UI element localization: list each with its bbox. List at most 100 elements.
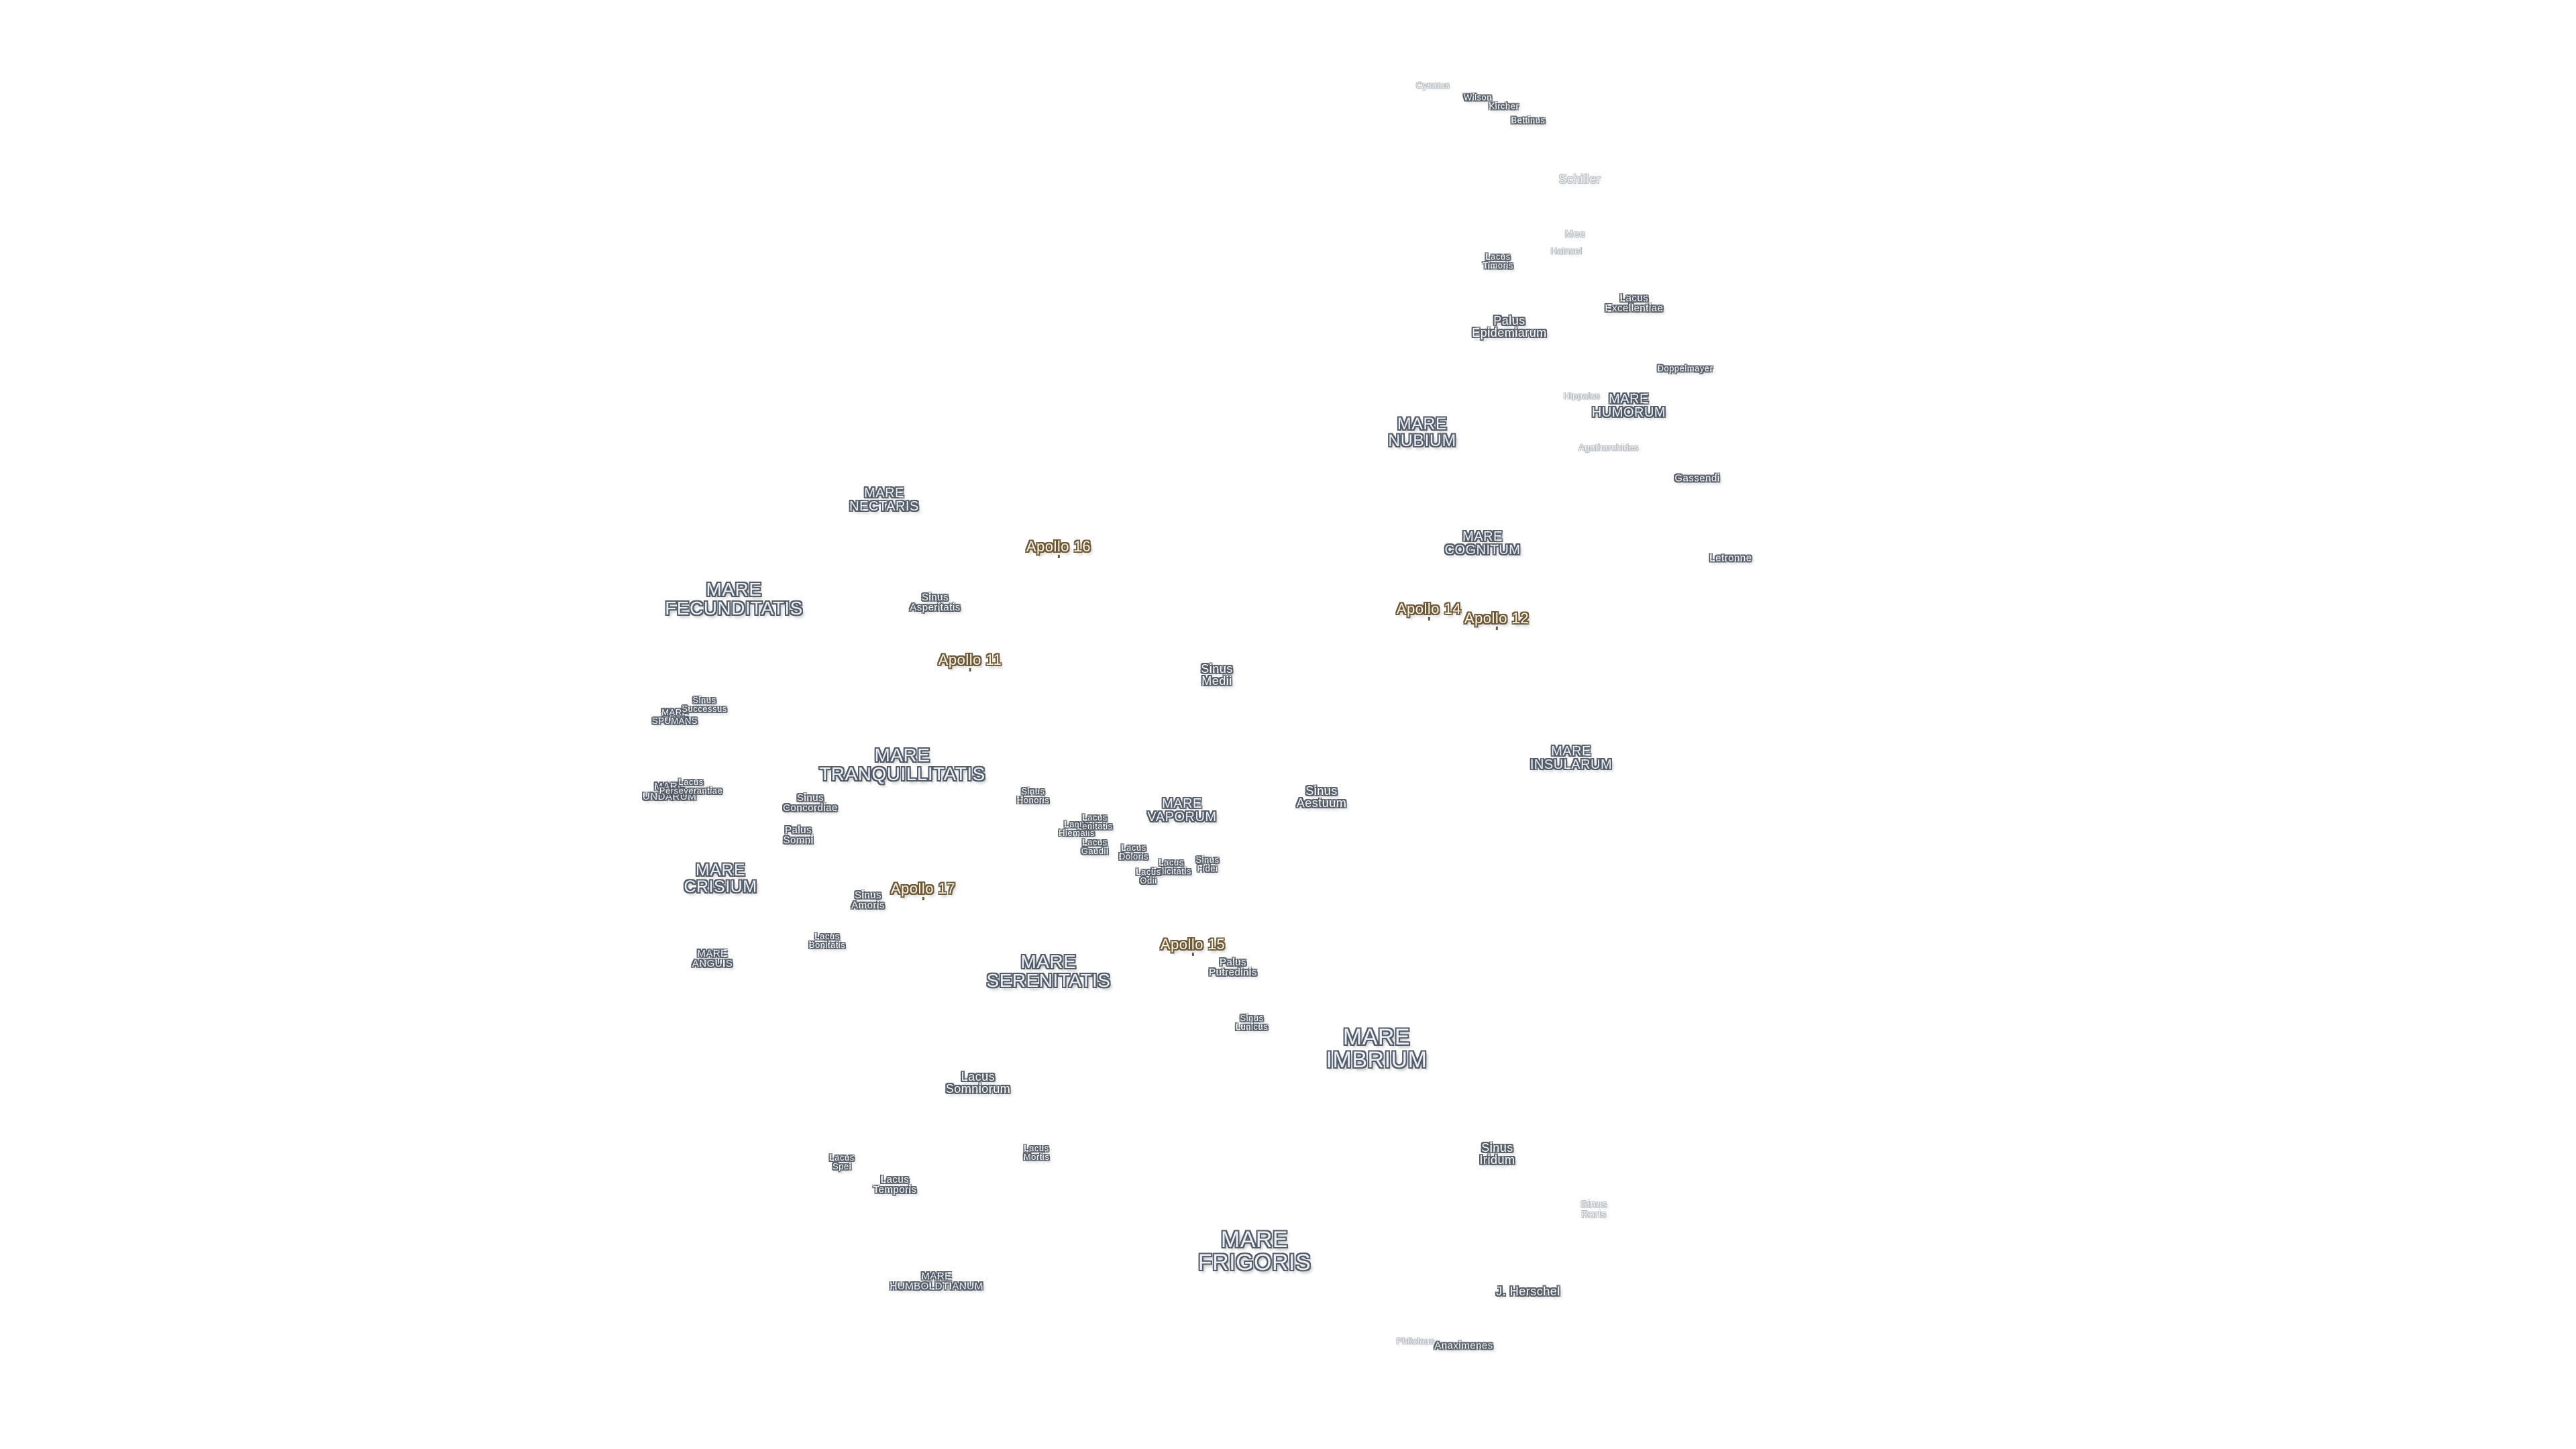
lacus-excellentiae-label: Lacus Excellentiae [1605,293,1664,313]
sinus-roris-line-1: Sinus [1580,1199,1608,1210]
apollo-15-marker[interactable]: Apollo 15 [1160,936,1226,956]
crater-wilson-label: Wilson [1463,92,1493,103]
crater-mee-label: Mee [1564,228,1586,240]
mare-insularum-line-1: MARE [1551,744,1591,759]
sinus-concordiae-line-2: Concordiae [783,802,838,814]
lacus-felicitatis-line-1: Lacus [1159,857,1184,867]
sinus-roris-label: Sinus Roris [1580,1199,1607,1220]
lacus-timoris-line-2: Timoris [1483,260,1513,270]
apollo-17-label: Apollo 17 [890,880,956,897]
lacus-hiemalis-label: Lacus Hiemalis [1059,820,1095,837]
mare-fecunditatis-label: MARE FECUNDITATIS [665,580,803,618]
crater-anaximenes-label: Anaximenes [1434,1340,1493,1352]
crater-schiller-label: Schiller [1558,172,1601,186]
apollo-11-marker[interactable]: Apollo 11 [938,651,1002,672]
apollo-12-marker[interactable]: Apollo 12 [1464,611,1529,630]
apollo-15-label: Apollo 15 [1160,936,1226,953]
sinus-amoris-line-1: Sinus [854,890,882,901]
lacus-hiemalis-line-1: Lacus [1064,819,1089,829]
palus-somni-line-1: Palus [784,824,812,836]
lacus-bonitatis-line-2: Bonitatis [808,940,846,950]
mare-undarum-line-2: UNDARUM [642,791,697,802]
crater-hainzel-label: Hainzel [1550,246,1582,256]
crater-letronne-label: Letronne [1709,552,1752,564]
mare-anguis-line-1: MARE [697,948,728,959]
mare-nectaris-line-2: NECTARIS [849,499,919,514]
lacus-mortis-line-2: Mortis [1023,1152,1050,1162]
mare-tranquillitatis-label: MARE TRANQUILLITATIS [819,746,985,784]
lacus-doloris-label: Lacus Doloris [1119,843,1148,861]
mare-nubium-line-1: MARE [1397,415,1448,433]
palus-somni-label: Palus Somni [783,825,813,845]
lacus-lenitatis-line-1: Lacus [1082,812,1108,822]
lacus-excellentiae-line-1: Lacus [1619,292,1649,304]
mare-anguis-label: MARE ANGUIS [692,949,733,969]
mare-imbrium-line-1: MARE [1342,1024,1411,1050]
mare-humorum-line-2: HUMORUM [1591,405,1666,420]
mare-cognitum-label: MARE COGNITUM [1445,530,1521,557]
mare-imbrium-label: MARE IMBRIUM [1326,1026,1428,1071]
lacus-temporis-line-1: Lacus [880,1174,910,1185]
sinus-honoris-line-2: Honoris [1016,795,1050,805]
apollo-17-marker[interactable]: Apollo 17 [890,880,956,900]
lacus-odii-label: Lacus Odii [1136,867,1161,885]
lacus-somniorum-line-2: Somniorum [945,1082,1011,1095]
mare-crisium-label: MARE CRISIUM [684,862,757,896]
sinus-iridum-line-1: Sinus [1481,1141,1513,1155]
mare-humorum-label: MARE HUMORUM [1592,392,1666,419]
palus-epidemiarum-label: Palus Epidemiarum [1472,315,1547,339]
sinus-aestuum-label: Sinus Aestuum [1297,785,1347,809]
apollo-16-marker[interactable]: Apollo 16 [1026,539,1091,558]
mare-insularum-label: MARE INSULARUM [1530,745,1612,771]
mare-nubium-label: MARE NUBIUM [1388,416,1456,449]
landing-site-pin-icon [1496,627,1498,630]
sinus-lunicus-line-1: Sinus [1240,1013,1264,1023]
mare-spumans-label: MARE SPUMANS [652,708,698,725]
mare-humboldtianum-line-1: MARE [921,1271,952,1282]
sinus-honoris-line-1: Sinus [1021,786,1045,796]
lacus-hiemalis-line-2: Hiemalis [1059,828,1095,838]
crater-bettinus-label: Bettinus [1511,115,1546,125]
mare-nubium-line-2: NUBIUM [1388,431,1456,450]
sinus-medii-line-1: Sinus [1201,662,1233,676]
sinus-successus-label: Sinus Successus [682,696,727,713]
lacus-somniorum-line-1: Lacus [961,1070,996,1083]
mare-tranquillitatis-line-2: TRANQUILLITATIS [819,763,985,784]
sinus-iridum-label: Sinus Iridum [1479,1142,1515,1166]
lacus-lenitatis-label: Lacus Lenitatis [1077,813,1113,830]
sinus-successus-line-2: Successus [682,704,727,714]
sinus-medii-label: Sinus Medii [1201,663,1233,687]
crater-kircher-label: Kircher [1489,101,1519,111]
crater-doppelmayer-label: Doppelmayer [1657,363,1713,374]
mare-fecunditatis-line-1: MARE [706,579,762,600]
sinus-lunicus-line-2: Lunicus [1235,1022,1269,1032]
landing-site-pin-icon [1058,555,1060,558]
sinus-asperitatis-label: Sinus Asperitatis [910,592,961,612]
lacus-felicitatis-line-2: Felicitatis [1151,866,1191,876]
apollo-14-marker[interactable]: Apollo 14 [1396,600,1462,621]
mare-vaporum-line-1: MARE [1162,796,1202,811]
sinus-fidei-line-1: Sinus [1195,855,1220,865]
crater-philolaus-label: Philolaus [1396,1336,1435,1346]
apollo-11-label: Apollo 11 [938,651,1002,668]
apollo-14-label: Apollo 14 [1396,600,1462,617]
mare-tranquillitatis-line-1: MARE [874,745,930,765]
lacus-lenitatis-line-2: Lenitatis [1077,821,1113,831]
mare-humorum-line-1: MARE [1609,392,1649,407]
mare-humboldtianum-line-2: HUMBOLDTIANUM [890,1281,983,1292]
mare-frigoris-line-1: MARE [1220,1227,1289,1252]
sinus-lunicus-label: Sinus Lunicus [1236,1014,1268,1031]
crater-agatharchides-label: Agatharchides [1578,442,1639,453]
mare-nectaris-label: MARE NECTARIS [849,486,919,513]
sinus-iridum-line-2: Iridum [1479,1153,1515,1167]
lacus-spei-line-1: Lacus [829,1152,855,1163]
mare-insularum-line-2: INSULARUM [1529,757,1613,772]
landing-site-pin-icon [922,897,924,900]
lacus-felicitatis-label: Lacus Felicitatis [1151,858,1191,875]
lacus-perseverantiae-line-1: Lacus [678,777,704,787]
sinus-aestuum-line-2: Aestuum [1296,796,1347,810]
crater-hippalus-label: Hippalus [1563,390,1601,401]
sinus-asperitatis-line-1: Sinus [921,592,949,603]
crater-gassendi-label: Gassendi [1674,472,1720,484]
